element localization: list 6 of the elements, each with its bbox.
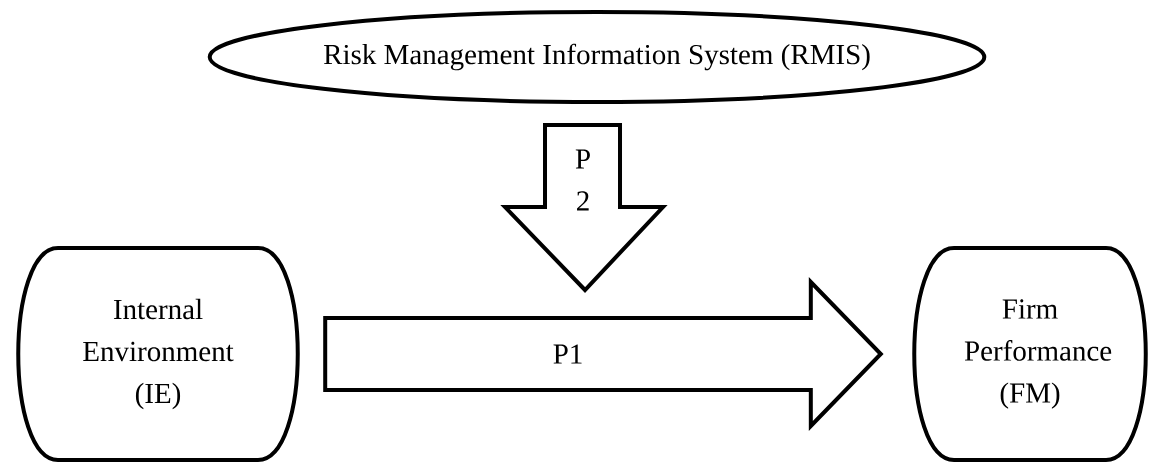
edge-label: P 2 <box>575 149 590 211</box>
construct-box: Firm Performance (FM) <box>912 246 1148 462</box>
edge-label: P1 <box>553 344 582 364</box>
construct-box: Internal Environment (IE) <box>16 246 300 462</box>
block-arrow <box>500 123 668 293</box>
block-arrow <box>323 277 884 431</box>
